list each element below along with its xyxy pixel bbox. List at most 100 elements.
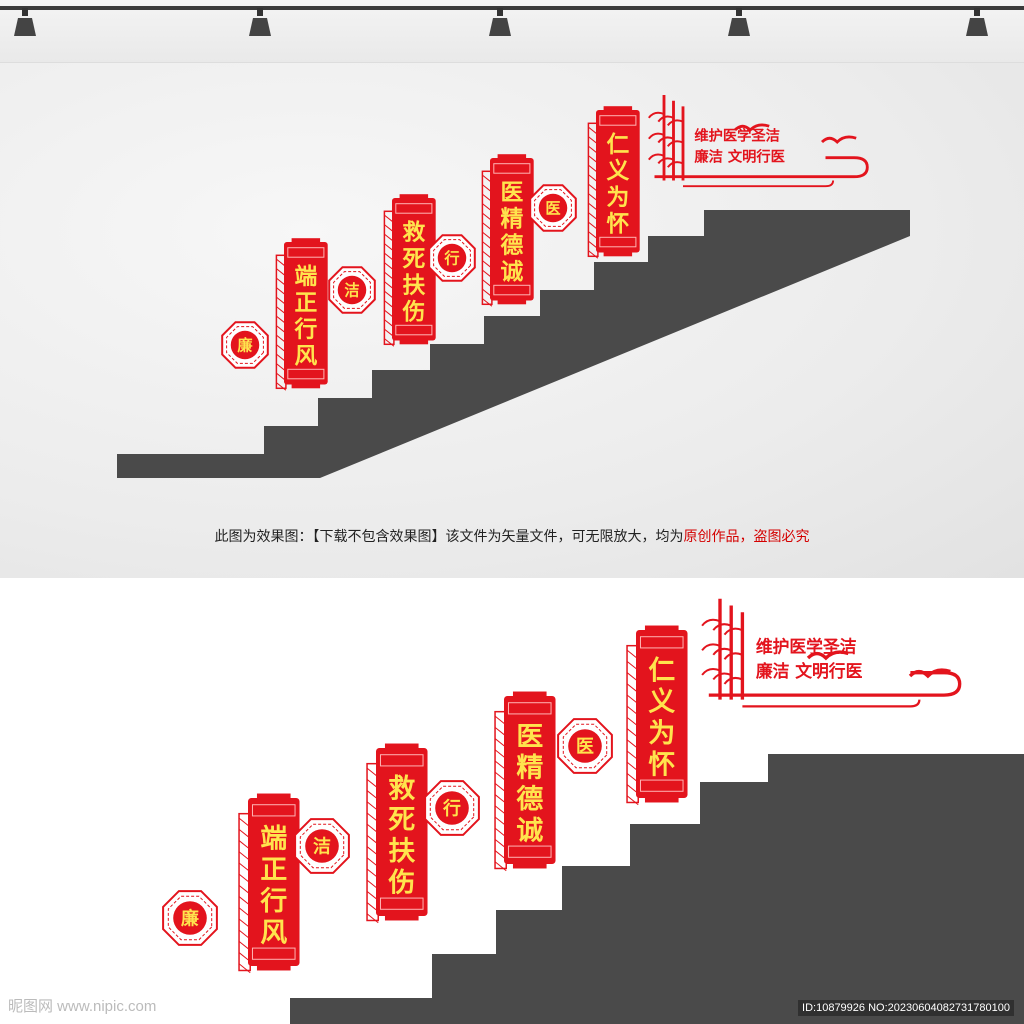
caption: 此图为效果图：【下载不包含效果图】该文件为矢量文件，可无限放大，均为原创作品，盗… — [0, 526, 1024, 546]
panel-character: 救 — [388, 773, 415, 804]
panel-top-cap — [256, 793, 291, 801]
octagon-badge-3: 行 — [424, 780, 480, 836]
panel-top-cap — [291, 238, 321, 244]
panel-fret-bottom — [287, 368, 325, 380]
lamp-icon — [966, 8, 988, 36]
panel-body — [636, 630, 688, 798]
bamboo-leaf — [701, 643, 721, 651]
panel-top-cap — [644, 625, 679, 633]
bamboo-leaf — [648, 153, 665, 161]
bamboo-leaf — [648, 132, 665, 140]
panel-fret-bottom — [251, 947, 296, 960]
slogan-line1: 维护医学圣洁 — [756, 637, 857, 657]
badge-fret — [226, 326, 264, 364]
panel-character: 诚 — [516, 815, 543, 846]
octagon-badge-2: 洁 — [328, 266, 376, 314]
panel-stripe — [626, 795, 639, 806]
panel-character: 端 — [294, 264, 317, 290]
panel-character: 行 — [293, 316, 317, 343]
caption-text: 此图为效果图：【下载不包含效果图】该文件为矢量文件，可无限放大，均为 — [214, 529, 684, 545]
panel-body — [376, 748, 428, 916]
panel-fret-bottom — [599, 236, 637, 248]
cloud-line — [654, 156, 869, 179]
bamboo-leaf — [657, 157, 674, 165]
panel-bottom-cap — [497, 298, 527, 305]
watermark-logo: 昵图网 www.nipic.com — [8, 998, 157, 1015]
panel-top-cap — [497, 154, 527, 160]
panel-body — [392, 198, 436, 341]
panel-fret-top — [379, 754, 424, 767]
panel-character: 怀 — [648, 749, 675, 780]
panel-top-cap — [399, 194, 429, 200]
panel-body — [248, 798, 300, 966]
bamboo-leaf — [667, 161, 684, 168]
panel-bottom-cap — [256, 963, 291, 971]
panel-body — [490, 158, 534, 301]
panel-bottom-cap — [644, 795, 679, 803]
panel-fret-top — [507, 702, 552, 715]
badge-fret — [333, 271, 371, 309]
panel-character: 端 — [260, 823, 287, 854]
panel-character: 仁 — [606, 131, 629, 158]
bird-icon — [820, 135, 857, 145]
bamboo-leaf — [701, 668, 721, 676]
bamboo-leaf — [657, 115, 674, 123]
panel-character: 救 — [402, 219, 425, 246]
panel-character: 伤 — [401, 300, 425, 326]
panel-bottom-cap — [399, 338, 429, 345]
badge-character: 医 — [545, 200, 560, 218]
badge-disc — [337, 275, 367, 305]
bamboo-leaf — [712, 672, 732, 681]
badge-character: 行 — [443, 250, 459, 268]
stair-shape — [117, 210, 910, 478]
panel-stripe — [494, 861, 507, 872]
badge-disc — [538, 193, 568, 223]
slogan-line1: 维护医学圣洁 — [694, 127, 780, 145]
bamboo-leaf — [667, 140, 684, 147]
panel-character: 医 — [500, 180, 523, 206]
panel-top-cap — [384, 743, 419, 751]
badge-disc — [568, 729, 602, 763]
panel-fret-top — [599, 115, 637, 126]
badge-character: 医 — [576, 737, 594, 758]
panel-character: 诚 — [500, 260, 523, 286]
octagon-badge-2: 洁 — [294, 818, 350, 874]
lamp-icon — [249, 8, 271, 36]
bamboo-leaf — [648, 111, 665, 119]
panel-top-cap — [603, 106, 633, 112]
cloud-line — [708, 671, 962, 697]
staircase — [117, 210, 910, 478]
panel-character: 行 — [259, 885, 287, 917]
octagon-badge-3: 行 — [428, 234, 476, 282]
badge-character: 廉 — [181, 908, 199, 930]
badge-fret — [299, 823, 345, 869]
panel-top-cap — [512, 691, 547, 699]
badge-fret — [167, 895, 213, 941]
watermark-id: ID:10879926 NO:20230604082731780100 — [798, 1000, 1014, 1016]
panel-character: 为 — [648, 718, 675, 749]
panel-character: 扶 — [388, 836, 415, 867]
badge-character: 洁 — [344, 282, 359, 300]
bamboo-leaf — [723, 652, 743, 660]
caption-warning: 原创作品，盗图必究 — [683, 529, 810, 545]
cloud-line — [742, 699, 921, 708]
badge-fret — [433, 239, 471, 277]
panel-body — [596, 110, 640, 253]
panel-fret-bottom — [493, 284, 531, 296]
bamboo-leaf — [712, 647, 732, 656]
lamp-icon — [489, 8, 511, 36]
panel-character: 为 — [606, 185, 629, 211]
staircase — [290, 754, 1024, 1024]
panel-character: 仁 — [648, 655, 675, 686]
octagon-badge-4: 医 — [557, 718, 613, 774]
panel-body — [284, 242, 328, 385]
lamp-icon — [728, 8, 750, 36]
badge-character: 洁 — [313, 836, 331, 858]
panel-body — [504, 696, 556, 864]
panel-character: 怀 — [606, 212, 629, 238]
